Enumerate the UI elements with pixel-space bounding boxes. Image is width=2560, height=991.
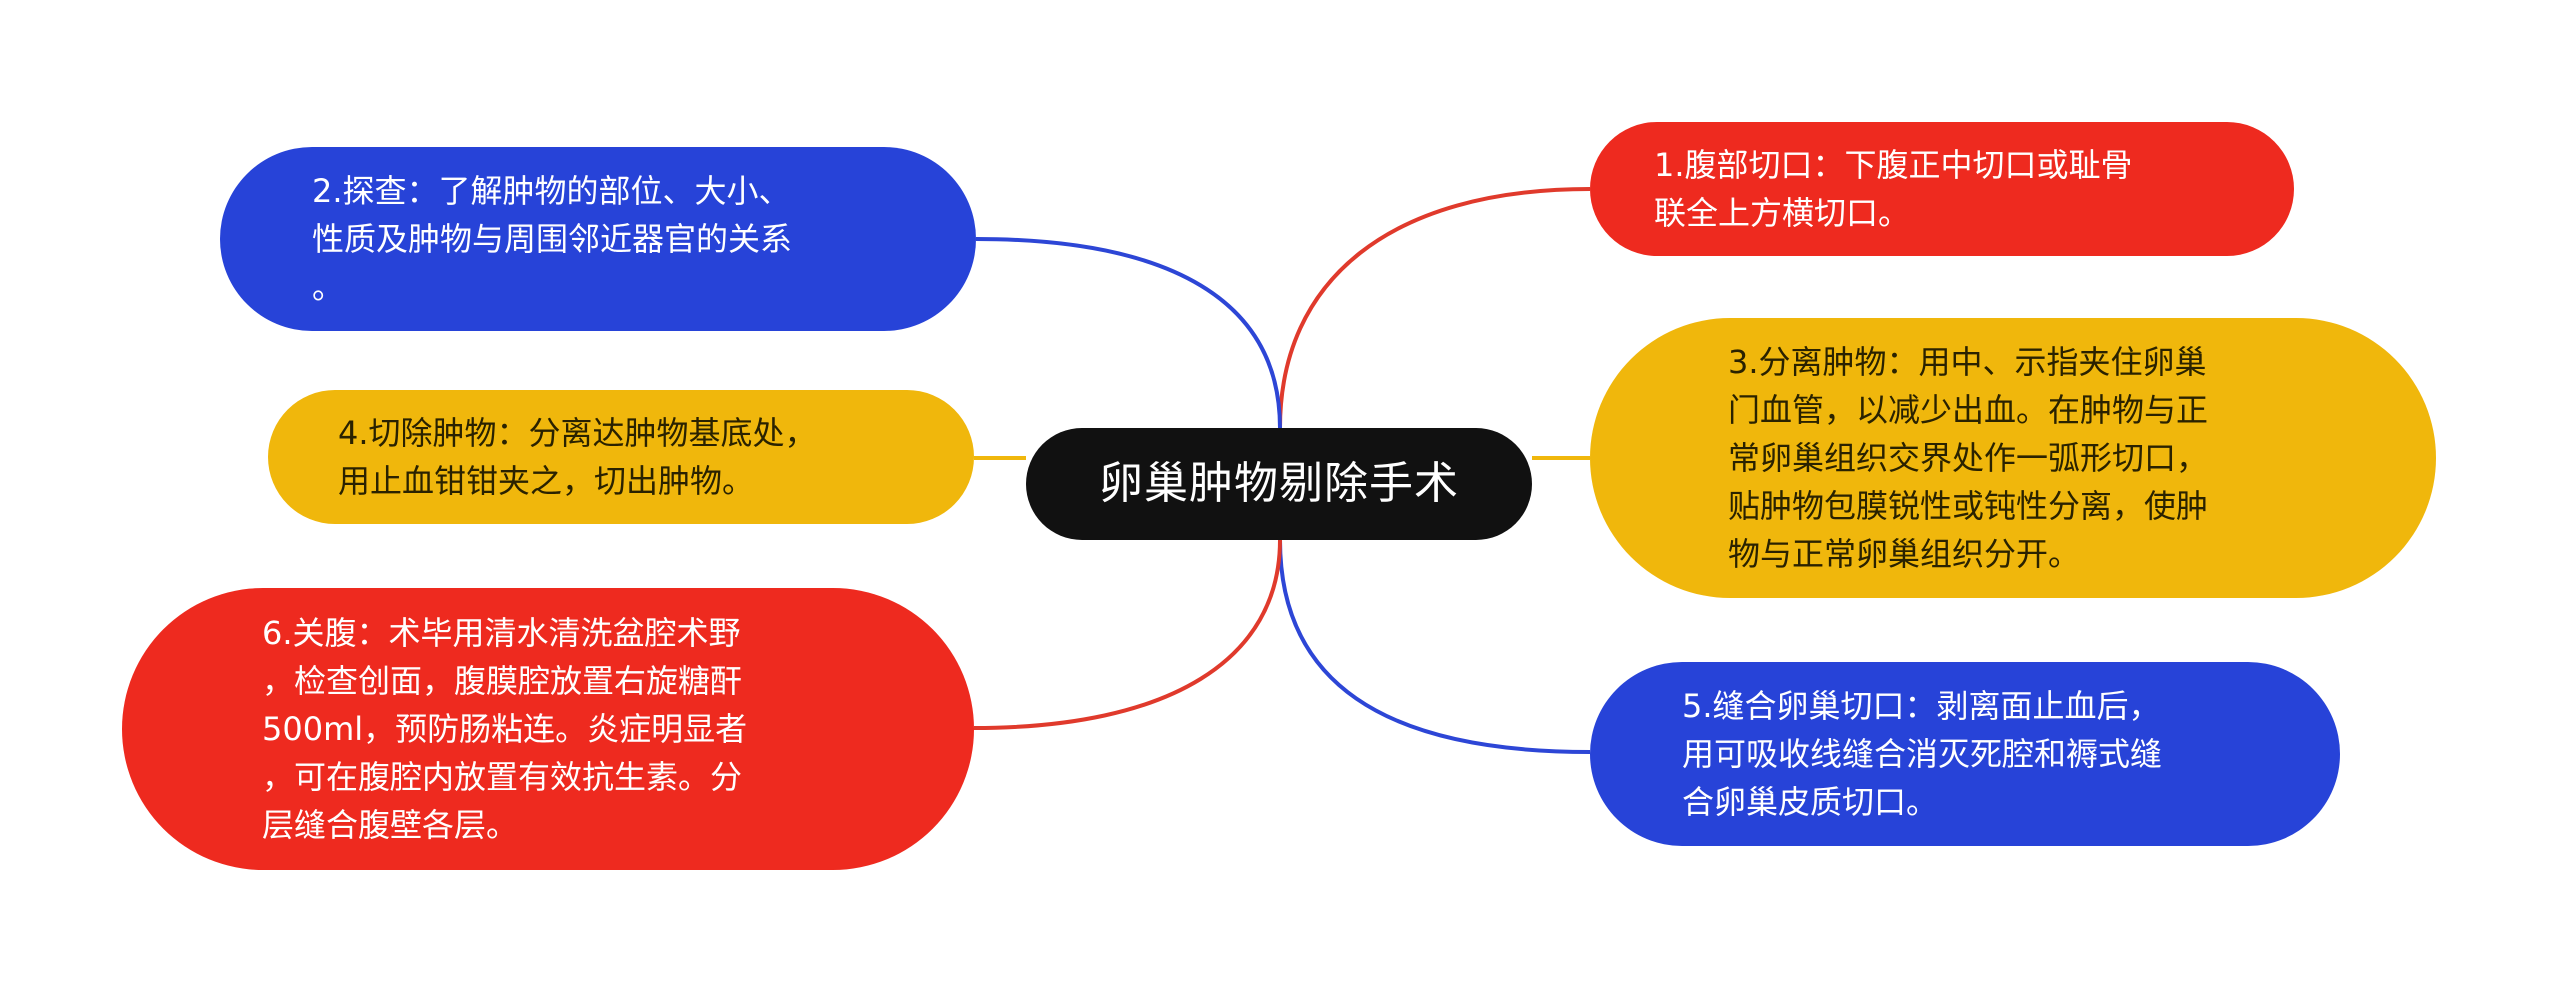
branch-node-3-text: 3.分离肿物：用中、示指夹住卵巢 门血管，以减少出血。在肿物与正 常卵巢组织交界… — [1728, 343, 2209, 573]
connector-to-branch-2 — [975, 237, 1282, 429]
branch-node-2[interactable]: 2.探查：了解肿物的部位、大小、 性质及肿物与周围邻近器官的关系 。 — [220, 147, 976, 331]
branch-node-1[interactable]: 1.腹部切口：下腹正中切口或耻骨 联全上方横切口。 — [1590, 122, 2294, 256]
branch-node-5-text: 5.缝合卵巢切口：剥离面止血后， 用可吸收线缝合消灭死腔和褥式缝 合卵巢皮质切口… — [1682, 687, 2163, 821]
central-topic-label: 卵巢肿物剔除手术 — [1099, 458, 1459, 509]
branch-node-6[interactable]: 6.关腹：术毕用清水清洗盆腔术野 ，检查创面，腹膜腔放置右旋糖酐 500ml，预… — [122, 588, 974, 870]
branch-node-5[interactable]: 5.缝合卵巢切口：剥离面止血后， 用可吸收线缝合消灭死腔和褥式缝 合卵巢皮质切口… — [1590, 662, 2340, 846]
branch-node-4-text: 4.切除肿物：分离达肿物基底处， 用止血钳钳夹之，切出肿物。 — [338, 414, 817, 500]
central-topic[interactable]: 卵巢肿物剔除手术 — [1026, 428, 1532, 540]
connector-to-branch-5 — [1278, 539, 1591, 754]
connector-to-branch-1 — [1278, 187, 1591, 429]
branch-node-1-text: 1.腹部切口：下腹正中切口或耻骨 联全上方横切口。 — [1654, 146, 2133, 232]
branch-node-4[interactable]: 4.切除肿物：分离达肿物基底处， 用止血钳钳夹之，切出肿物。 — [268, 390, 974, 524]
branch-node-6-text: 6.关腹：术毕用清水清洗盆腔术野 ，检查创面，腹膜腔放置右旋糖酐 500ml，预… — [262, 614, 748, 844]
connector-to-branch-6 — [973, 539, 1282, 730]
branch-node-3[interactable]: 3.分离肿物：用中、示指夹住卵巢 门血管，以减少出血。在肿物与正 常卵巢组织交界… — [1590, 318, 2436, 598]
branch-node-2-text: 2.探查：了解肿物的部位、大小、 性质及肿物与周围邻近器官的关系 。 — [312, 172, 793, 306]
